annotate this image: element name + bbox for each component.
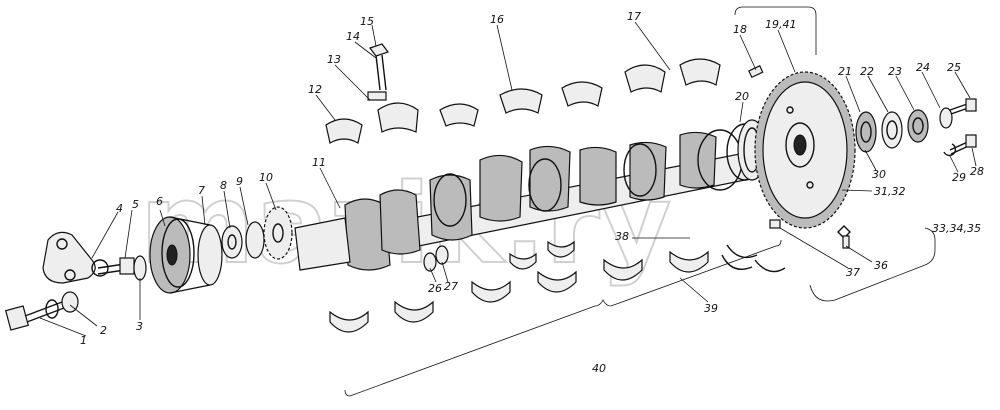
crankshaft-pulley [149,216,223,294]
callout-7: 7 [198,184,205,197]
callout-25: 25 [947,61,961,74]
callout-13: 13 [327,53,341,66]
callout-2: 2 [100,324,107,337]
spacer-washers [221,221,265,259]
callout-40: 40 [592,362,606,375]
callout-19-41: 19,41 [765,18,797,31]
thrust-half-rings [721,244,786,273]
callout-10: 10 [259,171,273,184]
crankshaft [294,123,771,271]
callout-4: 4 [116,202,123,215]
callout-33-34-35: 33,34,35 [932,222,981,235]
upper-bearing-shells [325,58,721,144]
front-bolt [4,291,79,331]
callout-23: 23 [888,65,902,78]
callout-14: 14 [346,30,360,43]
front-pulley-flange [42,231,109,284]
callout-24: 24 [916,61,930,74]
callout-16: 16 [490,13,504,26]
callout-6: 6 [156,195,163,208]
dowel-pins [748,65,851,249]
bracket-lines [344,6,936,397]
callout-37: 37 [846,266,860,279]
callout-22: 22 [860,65,874,78]
plug-screws [423,245,449,272]
callout-5: 5 [132,198,139,211]
callout-18: 18 [733,23,747,36]
callout-29: 29 [952,171,966,184]
callout-20: 20 [735,90,749,103]
callout-11: 11 [312,156,326,169]
callout-36: 36 [874,259,888,272]
callout-27: 27 [444,280,458,293]
callout-17: 17 [627,10,641,23]
rear-bearing-stack [855,107,953,153]
leader-lines [39,21,977,337]
callout-21: 21 [838,65,852,78]
callout-28: 28 [970,165,984,178]
timing-gear-front [263,206,293,260]
bolt-and-lock-plate [367,43,389,101]
callout-15: 15 [360,15,374,28]
callout-labels: 1 2 3 4 5 6 7 8 9 10 11 12 13 14 15 16 1… [80,10,984,375]
callout-8: 8 [220,179,227,192]
lower-bearing-shells [329,240,709,333]
callout-1: 1 [80,334,87,347]
callout-39: 39 [704,302,718,315]
callout-26: 26 [428,282,442,295]
rear-bolts [943,98,977,157]
callout-30: 30 [872,168,886,181]
callout-9: 9 [236,175,243,188]
rear-timing-gear [754,71,856,229]
callout-31-32: 31,32 [874,185,906,198]
callout-3: 3 [136,320,143,333]
callout-12: 12 [308,83,322,96]
callout-38: 38 [615,230,629,243]
front-nut [97,255,147,281]
